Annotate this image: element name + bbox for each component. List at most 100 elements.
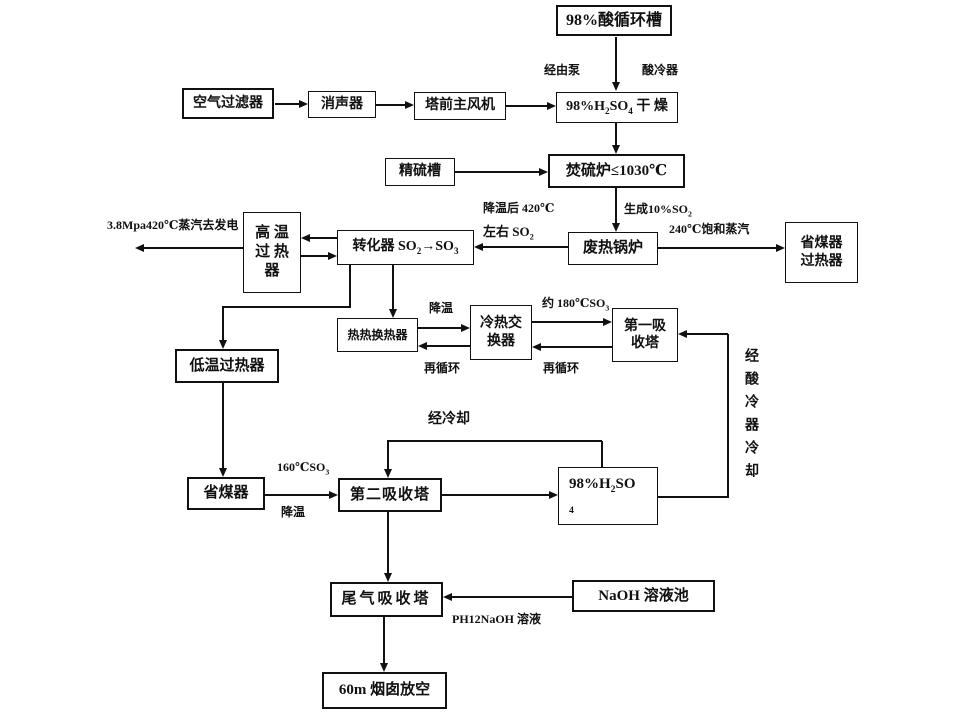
line-tank-to-drying (615, 37, 617, 82)
box-label: 热热换热器 (347, 327, 408, 342)
box-label: 60m 烟囱放空 (338, 682, 431, 699)
line-steam-to-power (144, 247, 243, 249)
box-label: 第二吸收塔 (349, 486, 430, 503)
line-filter-to-silencer (275, 103, 299, 105)
line-converter-to-ltsuperheater-v1 (349, 265, 351, 308)
box-label: 塔前主风机 (425, 98, 495, 114)
arrowhead-silencer-to-blower (405, 101, 414, 109)
box-tail-gas-tower: 尾气吸收塔 (330, 582, 443, 617)
box-economizer-superheater: 省煤器 过热器 (785, 222, 858, 283)
box-first-absorption-tower: 第一吸 收塔 (612, 308, 678, 362)
box-hot-heat-exchanger: 热热换热器 (337, 318, 418, 352)
box-lt-superheater: 低温过热器 (175, 349, 279, 383)
label-so2-around: 左右 SO2 (483, 224, 534, 242)
box-label: 废热锅炉 (582, 240, 643, 257)
box-ht-superheater: 高 温 过 热 器 (243, 212, 301, 293)
arrowhead-drying-to-furnace (612, 145, 620, 154)
box-label-line1: 高 温 (255, 225, 289, 242)
line-converter-to-hothx (392, 265, 394, 309)
line-secondtower-to-tailtower (387, 512, 389, 573)
box-cold-heat-exchanger: 冷热交 换器 (470, 305, 532, 360)
arrowhead-ltsuperheater-to-economizer (219, 468, 227, 477)
box-label-line3: 器 (264, 262, 280, 279)
arrowhead-h2so4-to-firsttower (678, 330, 687, 338)
arrowhead-economizer-to-secondtower (329, 491, 338, 499)
arrowhead-tailtower-to-chimney (380, 663, 388, 672)
label-after-cooling-420: 降温后 420℃ (483, 201, 555, 215)
box-label: 精硫槽 (399, 164, 441, 180)
arrowhead-converter-to-htsuperheater (301, 234, 310, 242)
line-h2so4-to-firsttower-h2 (687, 333, 728, 335)
line-converter-to-htsuperheater (310, 237, 337, 239)
arrowhead-sulfurtank-to-furnace (539, 168, 548, 176)
box-label: 低温过热器 (189, 357, 265, 374)
line-coldhx-to-firsttower (532, 321, 603, 323)
box-sulfur-tank: 精硫槽 (385, 158, 455, 186)
box-label-line1: 冷热交 (480, 316, 522, 331)
label-so3-180: 约 180℃SO3 (542, 296, 610, 313)
label-so3-160: 160℃SO3 (277, 460, 330, 477)
box-acid-circulation-tank: 98%酸循环槽 (556, 5, 672, 36)
arrowhead-furnace-to-boiler (612, 223, 620, 232)
line-h2so4-to-secondtower-h (387, 440, 602, 442)
line-converter-to-ltsuperheater-h (222, 306, 350, 308)
line-htsuperheater-to-converter (301, 255, 328, 257)
box-h2so4-98: 98%H2SO 4 (558, 467, 658, 525)
label-recycle-1: 再循环 (424, 361, 461, 375)
arrowhead-tank-to-drying (612, 82, 620, 91)
box-naoh-pool: NaOH 溶液池 (572, 580, 715, 612)
label-acid-cooler: 酸冷器 (642, 63, 679, 77)
label-naoh-solution: PH12NaOH 溶液 (452, 612, 541, 626)
arrowhead-converter-to-hothx (389, 309, 397, 318)
box-label: 尾气吸收塔 (341, 591, 432, 608)
label-via-pump: 经由泵 (544, 63, 581, 77)
box-main-blower: 塔前主风机 (414, 92, 506, 120)
label-generate-so2: 生成10%SO2 (624, 202, 692, 219)
box-label: 省煤器 (203, 485, 249, 502)
box-label: 转化器 SO2→SO3 (352, 238, 459, 256)
line-hothx-to-coldhx (418, 327, 461, 329)
arrowhead-coldhx-to-hothx (418, 342, 427, 350)
line-coldhx-to-hothx (427, 345, 470, 347)
line-h2so4-to-secondtower-v1 (601, 441, 603, 467)
line-furnace-to-boiler (615, 188, 617, 223)
box-label: 空气过滤器 (193, 95, 263, 111)
label-steam-to-power: 3.8Mpa420℃蒸汽去发电 (107, 218, 239, 232)
box-label-line2: 过 热 (255, 244, 289, 261)
line-h2so4-to-firsttower-v (727, 334, 729, 497)
arrowhead-h2so4-to-secondtower (384, 469, 392, 478)
box-silencer: 消声器 (308, 91, 376, 118)
box-label-line2: 换器 (487, 333, 515, 349)
box-drying-tower: 98%H2SO4 干 燥 (556, 92, 678, 123)
arrowhead-boiler-to-ecosuperheater (776, 244, 785, 252)
box-label-line2: 过热器 (800, 253, 843, 269)
arrowhead-filter-to-silencer (299, 100, 308, 108)
line-boiler-to-converter (483, 246, 568, 248)
line-naoh-to-tailtower (452, 596, 572, 598)
box-economizer: 省煤器 (187, 477, 265, 510)
arrowhead-boiler-to-converter (474, 243, 483, 251)
label-cooling-2: 降温 (281, 505, 306, 519)
box-label-line2: 4 (569, 505, 574, 516)
line-tailtower-to-chimney (383, 617, 385, 663)
line-firsttower-to-coldhx (541, 346, 612, 348)
line-economizer-to-secondtower (265, 494, 329, 496)
box-converter: 转化器 SO2→SO3 (337, 230, 474, 265)
line-h2so4-to-firsttower-h1 (658, 496, 729, 498)
label-cooling-1: 降温 (429, 301, 454, 315)
box-second-absorption-tower: 第二吸收塔 (338, 478, 442, 512)
line-h2so4-to-secondtower-v2 (387, 441, 389, 469)
arrowhead-secondtower-to-h2so4 (549, 491, 558, 499)
line-boiler-to-ecosuperheater (658, 247, 776, 249)
box-label: 消声器 (321, 96, 363, 112)
box-air-filter: 空气过滤器 (182, 88, 274, 119)
label-via-acid-cooler-cooling: 经酸冷器冷却 (743, 348, 758, 486)
arrowhead-firsttower-to-coldhx (532, 343, 541, 351)
line-sulfurtank-to-furnace (455, 171, 539, 173)
line-converter-to-ltsuperheater-v2 (222, 307, 224, 340)
arrowhead-hothx-to-coldhx (461, 324, 470, 332)
line-drying-to-furnace (615, 123, 617, 145)
label-via-cooling: 经冷却 (428, 412, 470, 427)
box-chimney: 60m 烟囱放空 (322, 672, 447, 709)
